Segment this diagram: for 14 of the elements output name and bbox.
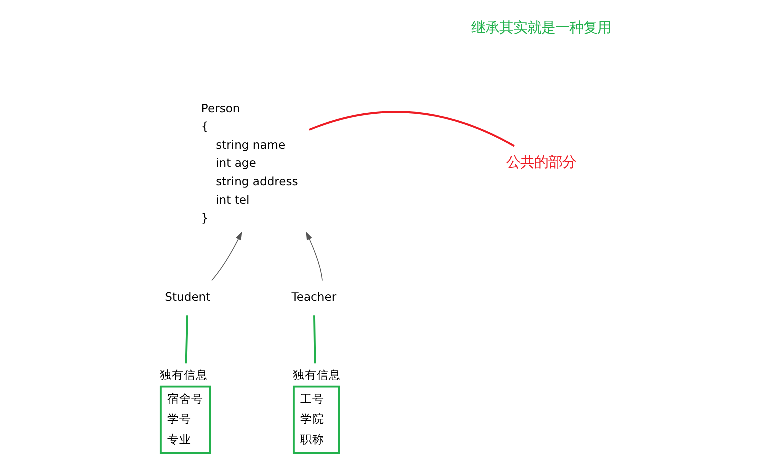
arrow (211, 232, 242, 282)
node-label: 独有信息 (292, 368, 340, 382)
node-box: 宿舍号 学号 专业 (159, 386, 211, 454)
arrow (306, 232, 322, 282)
node-text: Teacher (291, 290, 336, 304)
node-text: 公共的部分 (506, 155, 576, 172)
label: 继承其实就是一种复用 (471, 20, 612, 37)
node-text: Person { string name int age string address int tel } (200, 101, 298, 226)
connector (308, 111, 514, 148)
node-box: 工号 学院 职称 (292, 386, 340, 454)
connector (184, 316, 188, 364)
node-text: Student (164, 290, 210, 304)
connector (313, 316, 316, 364)
node-label: 独有信息 (159, 368, 208, 382)
